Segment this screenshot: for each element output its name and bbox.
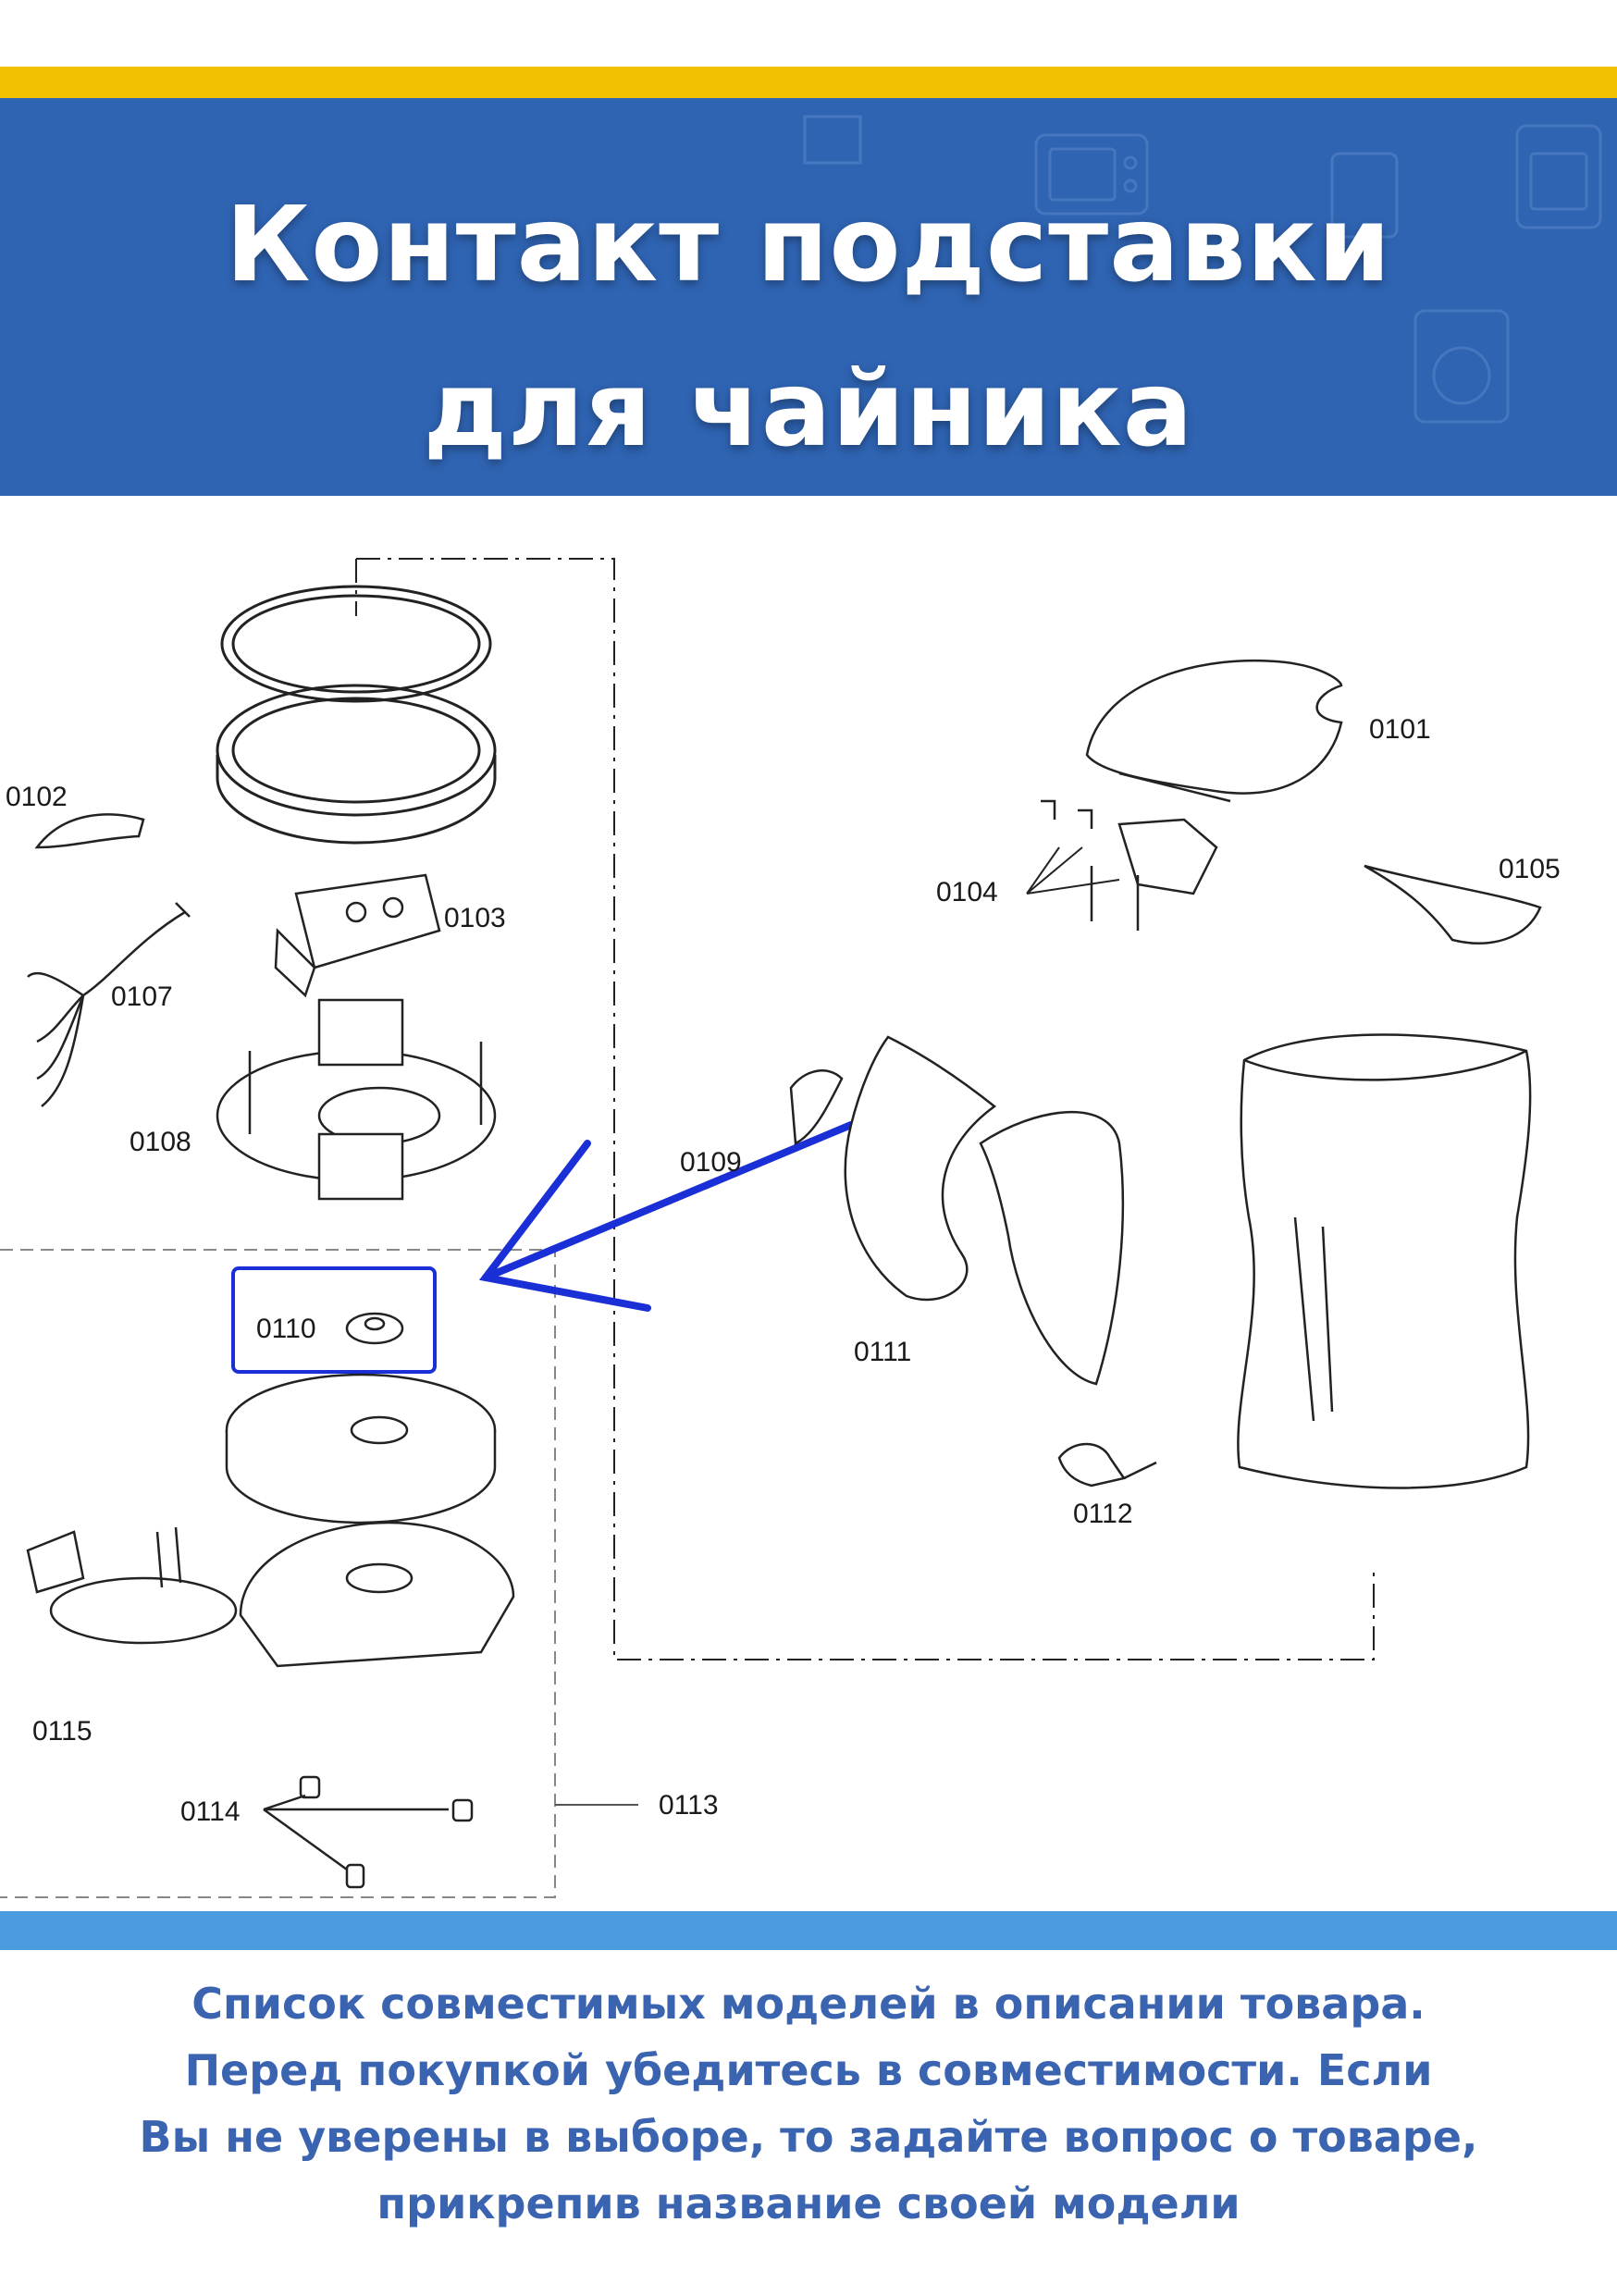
title-line-1: Контакт подставки [225, 185, 1392, 305]
part-0103-icon [274, 873, 441, 998]
footer-accent-bar [0, 1911, 1617, 1950]
page-title: Контакт подставки для чайника [0, 163, 1617, 492]
label-0102: 0102 [6, 782, 68, 812]
label-0110: 0110 [256, 1314, 316, 1344]
part-0104-icon [1041, 799, 1218, 931]
part-0102-icon [34, 813, 145, 849]
note-line-4: прикрепив название своей модели [376, 2179, 1241, 2228]
label-0108: 0108 [130, 1127, 191, 1157]
part-0112-icon [1057, 1442, 1157, 1487]
part-0101-icon [1085, 659, 1343, 803]
part-0107-icon [27, 902, 191, 1107]
label-0114: 0114 [180, 1796, 241, 1827]
yellow-accent-bar [0, 67, 1617, 98]
top-strip [0, 0, 1617, 67]
label-0113: 0113 [659, 1790, 719, 1821]
note-line-1: Список совместимых моделей в описании то… [191, 1979, 1426, 2029]
header-banner: Контакт подставки для чайника [0, 98, 1617, 496]
part-0108-icon [216, 998, 497, 1201]
label-0109: 0109 [680, 1147, 742, 1178]
label-0107: 0107 [111, 981, 173, 1012]
seal-rings [216, 585, 497, 845]
label-0101: 0101 [1369, 714, 1431, 745]
part-0113-icon [239, 1521, 515, 1668]
label-0104: 0104 [936, 877, 998, 907]
label-0115: 0115 [32, 1716, 93, 1747]
kettle-body-icon [1237, 1033, 1532, 1489]
label-0105: 0105 [1499, 854, 1561, 884]
appliance-pattern-icon [803, 115, 1602, 424]
highlight-box-0110 [231, 1266, 437, 1374]
part-0105-icon [1364, 864, 1542, 944]
part-0109-icon [789, 1069, 844, 1145]
note-line-3: Вы не уверены в выборе, то задайте вопро… [139, 2112, 1478, 2162]
label-0112: 0112 [1073, 1499, 1133, 1529]
part-0110-icon [345, 1312, 404, 1345]
compatibility-note: Список совместимых моделей в описании то… [0, 1950, 1617, 2296]
label-0111: 0111 [854, 1337, 911, 1367]
part-0115-icon [26, 1526, 238, 1645]
part-0111-icon [844, 1035, 1125, 1386]
pointer-arrow-icon [478, 1121, 855, 1312]
title-line-2: для чайника [423, 350, 1194, 470]
note-line-2: Перед покупкой убедитесь в совместимости… [184, 2045, 1433, 2095]
part-0114-icon [263, 1775, 474, 1889]
exploded-parts-diagram: 0102 0103 0107 0108 0110 [0, 558, 1561, 1898]
base-plate-icon [225, 1373, 497, 1524]
label-0103: 0103 [444, 903, 506, 933]
